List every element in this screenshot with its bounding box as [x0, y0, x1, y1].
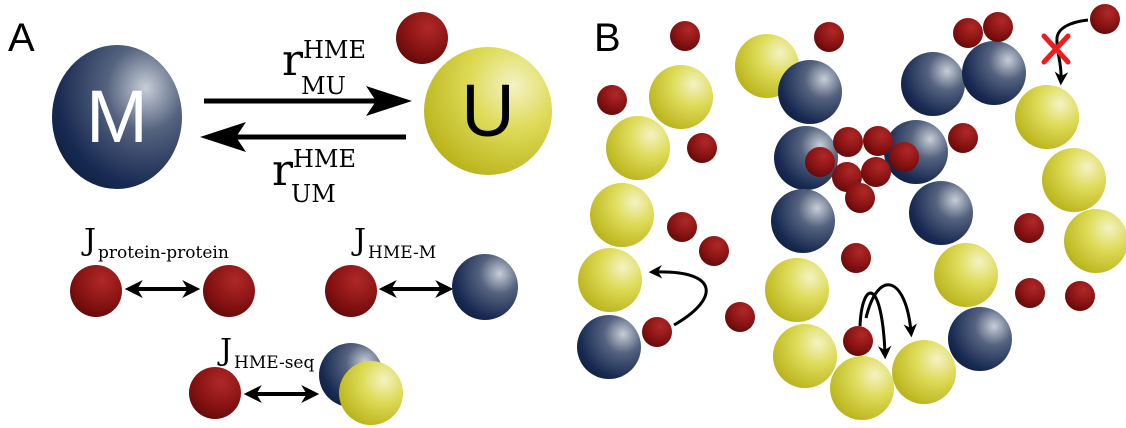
j-hme-m-subscript: HME-M — [368, 243, 436, 263]
rate-mu-superscript: HME — [303, 36, 366, 64]
panel-a-label: A — [8, 16, 35, 60]
j-hme-seq-subscript: HME-seq — [234, 353, 314, 373]
arrow-u-to-m — [200, 122, 406, 152]
state-u-label: U — [461, 69, 514, 152]
unmethylated-sphere — [339, 361, 403, 425]
chromatin-chain — [577, 34, 1126, 420]
protein-sphere — [189, 367, 241, 419]
state-u-node: U — [424, 47, 552, 175]
j-protein-protein-subscript: protein-protein — [98, 243, 229, 263]
protein-sphere — [70, 265, 122, 317]
hme-proteins — [597, 4, 1120, 356]
protein-sphere — [325, 265, 377, 317]
protein-cluster — [805, 126, 919, 213]
j-hme-seq-symbol: J — [217, 333, 232, 368]
state-m-node: M — [52, 45, 182, 189]
state-m-label: M — [86, 75, 148, 158]
rate-mu-symbol: r — [282, 35, 304, 86]
arrow-m-to-u — [204, 86, 412, 116]
rate-mu-subscript: MU — [301, 72, 346, 100]
hme-protein-on-u — [396, 12, 448, 64]
rate-um-superscript: HME — [293, 145, 356, 173]
hop-arrows — [648, 18, 1089, 360]
forbidden-cross-icon — [1041, 33, 1071, 65]
panel-b-label: B — [594, 16, 621, 60]
j-protein-protein-symbol: J — [81, 223, 96, 258]
rate-um-symbol: r — [272, 145, 294, 196]
protein-sphere — [203, 265, 255, 317]
j-hme-m-symbol: J — [351, 223, 366, 258]
rate-um-subscript: UM — [291, 180, 336, 208]
methylated-sphere — [452, 254, 518, 320]
